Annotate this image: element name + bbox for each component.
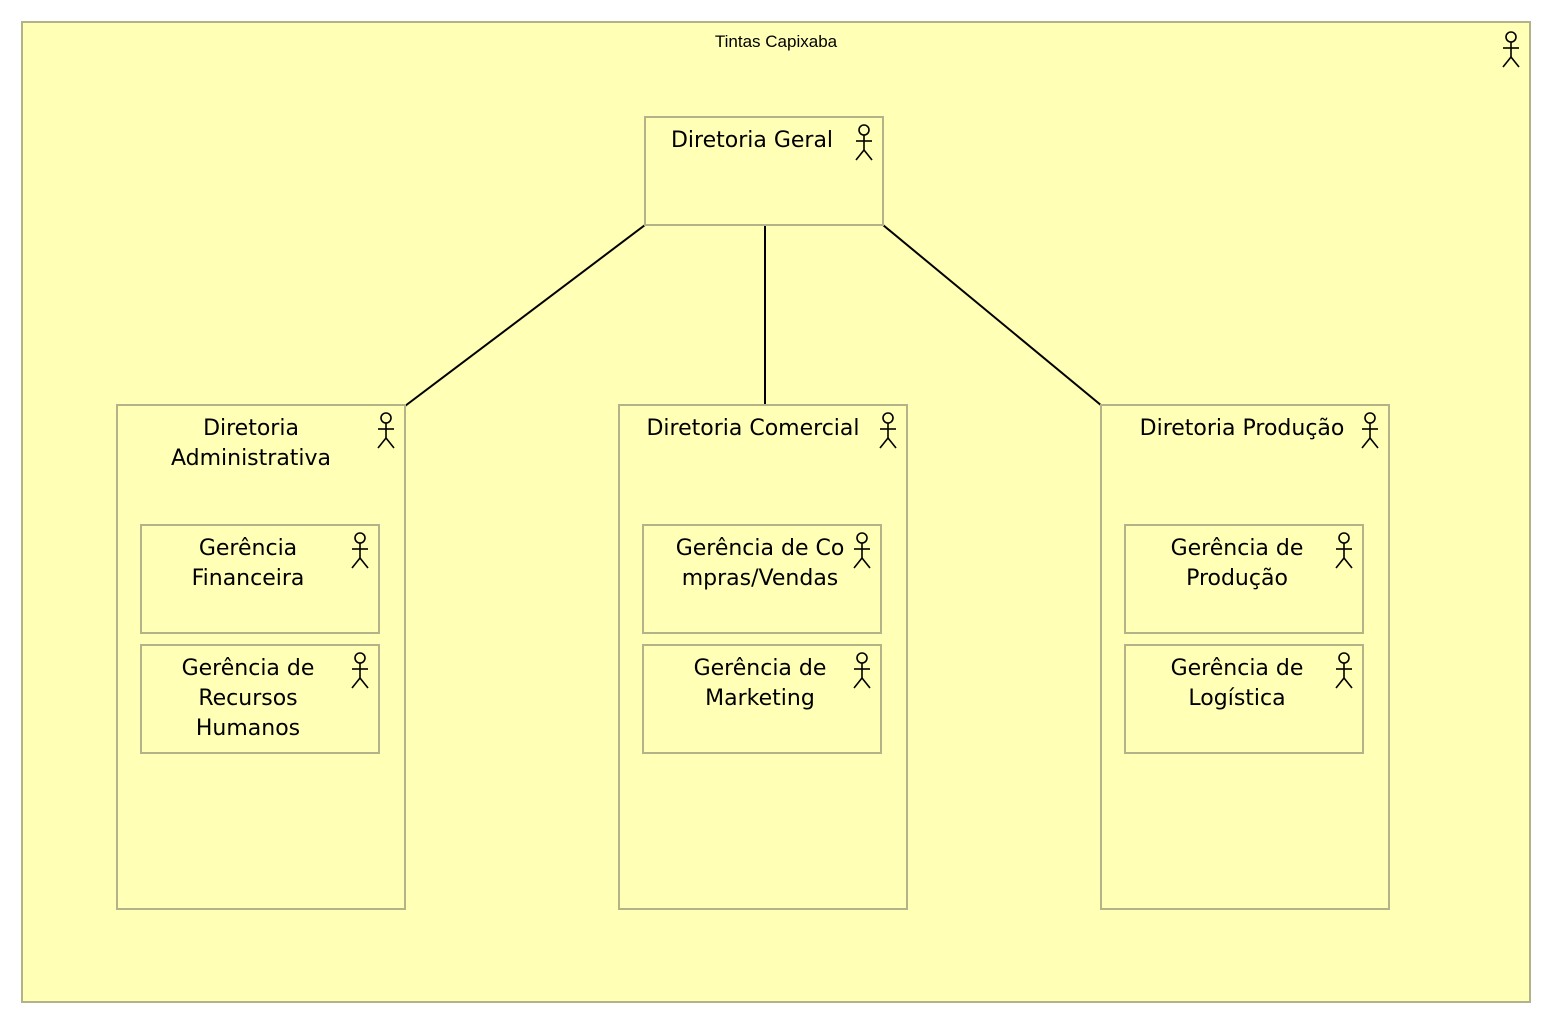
node-diretoria-geral[interactable]: Diretoria Geral [644, 116, 884, 226]
actor-icon [1335, 532, 1353, 569]
node-label: Gerência de Recursos Humanos [181, 656, 315, 741]
node-label: Gerência de Logística [1170, 656, 1304, 711]
node-label: Diretoria Administrativa [170, 416, 332, 471]
actor-icon [377, 412, 395, 449]
node-gerencia-recursos-humanos[interactable]: Gerência de Recursos Humanos [140, 644, 380, 754]
node-gerencia-financeira[interactable]: Gerência Financeira [140, 524, 380, 634]
organization-title: Tintas Capixaba [714, 32, 838, 51]
node-label: Diretoria Geral [670, 128, 834, 153]
node-label: Gerência de Marketing [693, 656, 827, 711]
node-label: Diretoria Comercial [646, 416, 860, 441]
node-label: Gerência de Produção [1170, 536, 1304, 591]
actor-icon [351, 652, 369, 689]
node-label: Gerência de Compras/Vendas [675, 536, 845, 591]
actor-icon [1502, 31, 1520, 68]
actor-icon [1361, 412, 1379, 449]
node-gerencia-marketing[interactable]: Gerência de Marketing [642, 644, 882, 754]
actor-icon [351, 532, 369, 569]
node-label: Gerência Financeira [191, 536, 305, 591]
actor-icon [853, 532, 871, 569]
actor-icon [1335, 652, 1353, 689]
node-gerencia-producao[interactable]: Gerência de Produção [1124, 524, 1364, 634]
actor-icon [879, 412, 897, 449]
actor-icon [853, 652, 871, 689]
actor-icon [855, 124, 873, 161]
node-gerencia-logistica[interactable]: Gerência de Logística [1124, 644, 1364, 754]
node-gerencia-compras-vendas[interactable]: Gerência de Compras/Vendas [642, 524, 882, 634]
node-label: Diretoria Produção [1139, 416, 1345, 441]
